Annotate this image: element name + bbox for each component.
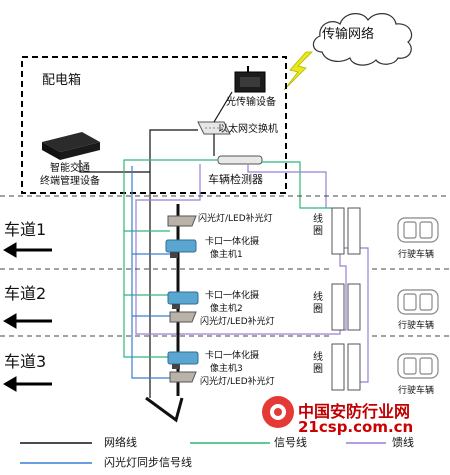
cabinet-label: 配电箱 xyxy=(42,73,82,88)
coil-label-lane1: 线圈 xyxy=(313,214,323,237)
legend-feed-label: 馈线 xyxy=(392,436,414,449)
lane3-label: 车道3 xyxy=(4,352,47,371)
legend-network-label: 网络线 xyxy=(104,436,137,449)
lane-separators xyxy=(0,195,450,337)
lane1-camera-label-line2: 像主机1 xyxy=(210,250,243,260)
terminal-device-icon xyxy=(42,132,100,160)
lane2-flash-lamp-icon xyxy=(169,311,197,323)
vehicle3-label: 行驶车辆 xyxy=(398,386,435,396)
vehicle1-icon xyxy=(397,217,439,243)
lane2-flash-label: 闪光灯/LED补光灯 xyxy=(200,317,275,327)
coil-label-lane2: 线圈 xyxy=(313,292,323,315)
vehicle3-icon xyxy=(397,353,439,379)
coil-group-lane2 xyxy=(331,283,361,331)
legend-signal-label: 信号线 xyxy=(274,436,307,449)
optical-device-label: 光传输设备 xyxy=(226,97,276,108)
lane3-camera-label-line2: 像主机3 xyxy=(210,364,243,374)
network-cloud xyxy=(312,13,413,66)
coil-label-lane3: 线圈 xyxy=(313,352,323,375)
terminal-label-line1: 智能交通 xyxy=(50,163,90,174)
lane1-flash-lamp-icon xyxy=(167,215,197,227)
lane2-camera-label-line2: 像主机2 xyxy=(210,304,243,314)
lane-arrows xyxy=(3,242,52,392)
watermark-site-name: 中国安防行业网 xyxy=(298,402,411,421)
detector-label: 车辆检测器 xyxy=(208,173,263,186)
cloud-label: 传输网络 xyxy=(322,27,375,42)
lane1-label: 车道1 xyxy=(4,220,47,239)
vehicle2-label: 行驶车辆 xyxy=(398,321,435,331)
lane1-flash-label: 闪光灯/LED补光灯 xyxy=(198,214,273,224)
legend-flash-sync-label: 闪光灯同步信号线 xyxy=(104,456,192,469)
vehicle-detector-icon xyxy=(217,155,263,165)
lane1-camera-label-line1: 卡口一体化摄 xyxy=(205,237,260,247)
watermark-emblem-icon xyxy=(262,396,294,428)
lane2-label: 车道2 xyxy=(4,284,47,303)
coil-group-lane3 xyxy=(331,343,361,391)
ethernet-switch-icon xyxy=(197,121,231,135)
lane3-flash-lamp-icon xyxy=(169,371,197,383)
terminal-label-line2: 终端管理设备 xyxy=(40,176,100,187)
watermark-site-url: 21csp.com.cn xyxy=(298,418,414,436)
lane3-flash-label: 闪光灯/LED补光灯 xyxy=(200,377,275,387)
vehicle1-label: 行驶车辆 xyxy=(398,250,435,260)
legend-lines xyxy=(20,442,386,464)
network-lines xyxy=(79,91,233,398)
lane1-camera-icon xyxy=(165,239,197,258)
flash-sync-lines xyxy=(131,166,170,379)
lane3-camera-icon xyxy=(167,351,199,369)
cabinet-box xyxy=(21,56,287,194)
vehicle2-icon xyxy=(397,289,439,315)
lane2-camera-label-line1: 卡口一体化摄 xyxy=(205,291,260,301)
lane3-camera-label-line1: 卡口一体化摄 xyxy=(205,351,260,361)
optical-device-icon xyxy=(234,66,266,93)
lane2-camera-icon xyxy=(167,291,199,309)
wireless-bolt-icon xyxy=(283,51,313,91)
coil-group-lane1 xyxy=(331,207,361,255)
switch-label: 以太网交换机 xyxy=(218,124,278,135)
